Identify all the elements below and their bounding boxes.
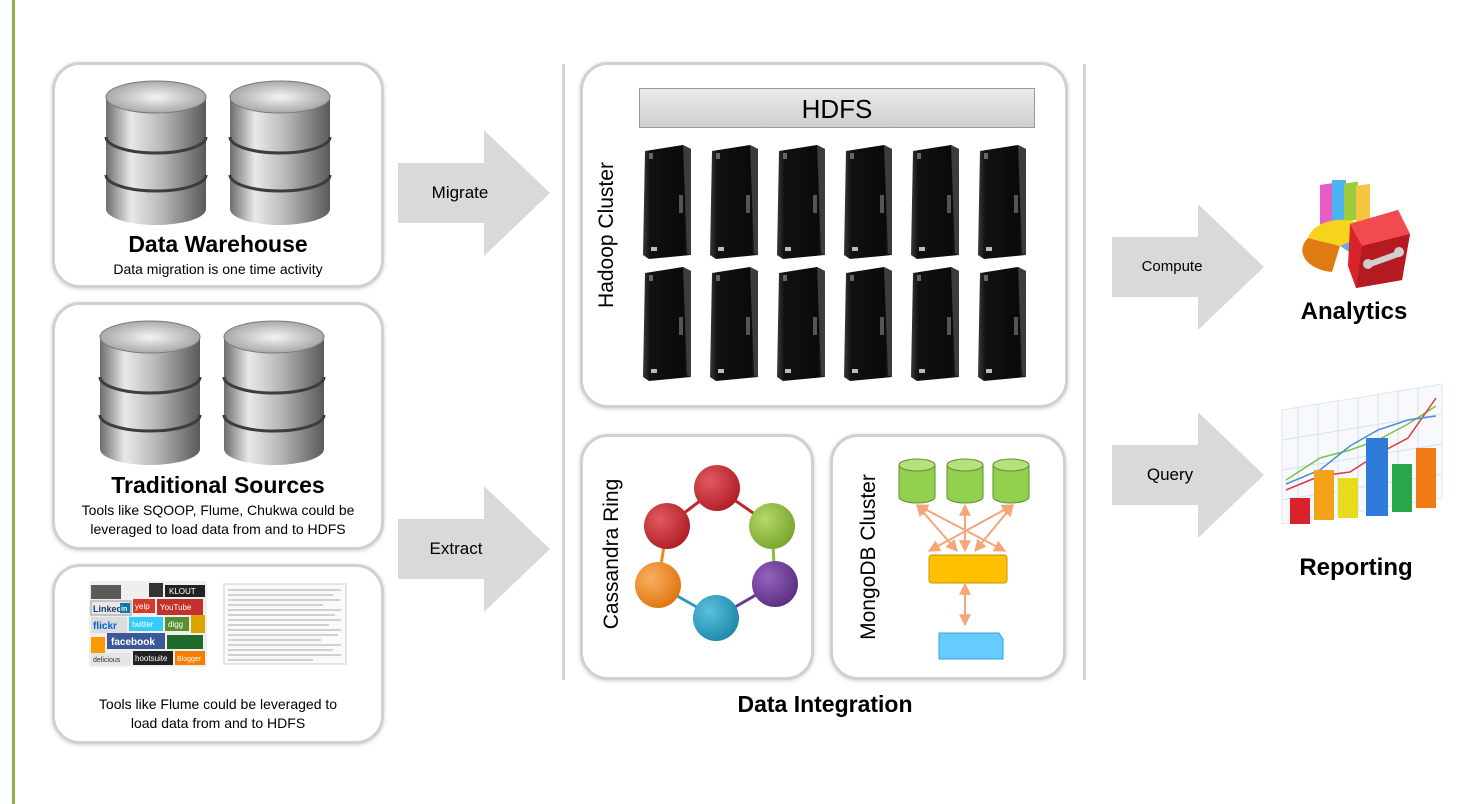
left-accent-border [12, 0, 15, 804]
mongo-config-server [938, 632, 1004, 660]
migrate-arrow [398, 130, 550, 256]
social-logo-klout: KLOUT [169, 587, 196, 596]
social-logo-flickr: flickr [93, 621, 117, 632]
query-arrow-label: Query [1146, 465, 1194, 484]
social-media-logos-icon: KLOUT Linked in yelp YouTube flickr twit… [89, 581, 207, 667]
mongo-shard [992, 458, 1030, 504]
database-icon [104, 80, 208, 225]
extract-arrow [398, 486, 550, 612]
hadoop-cluster-label: Hadoop Cluster [595, 162, 618, 308]
hdfs-bar [639, 88, 1035, 128]
mongo-shard [898, 458, 936, 504]
social-logo-blogger: Blogger [177, 656, 202, 663]
reporting-icon [1281, 383, 1443, 525]
cassandra-node [752, 561, 798, 607]
server-node [844, 145, 892, 259]
traditional-sources-subtitle-line1: Tools like SQOOP, Flume, Chukwa could be [81, 502, 355, 518]
social-logo-linked: Linked [93, 604, 122, 614]
migrate-arrow-label: Migrate [431, 183, 489, 202]
data-integration-label: Data Integration [737, 691, 913, 717]
server-node [911, 145, 959, 259]
cassandra-node [644, 503, 690, 549]
traditional-sources-subtitle-line2: leveraged to load data from and to HDFS [90, 521, 346, 537]
social-logo-facebook: facebook [111, 637, 155, 648]
mongodb-cluster-diagram [898, 458, 1030, 660]
cassandra-ring-panel [580, 434, 814, 680]
server-node [777, 267, 825, 381]
reporting-title: Reporting [1299, 554, 1413, 581]
social-logo-hootsuite: hootsuite [135, 654, 168, 663]
text-log-document-icon [223, 583, 347, 665]
analytics-icon [1302, 180, 1410, 288]
hadoop-cluster-panel: HDFS [580, 62, 1068, 408]
data-warehouse-panel: Data Warehouse Data migration is one tim… [52, 62, 384, 288]
cassandra-node [694, 465, 740, 511]
mongodb-cluster-label: MongoDB Cluster [857, 474, 880, 640]
traditional-sources-panel: Traditional Sources Tools like SQOOP, Fl… [52, 302, 384, 550]
server-node [777, 145, 825, 259]
mongo-shard [946, 458, 984, 504]
data-warehouse-subtitle: Data migration is one time activity [113, 261, 323, 277]
server-node [643, 145, 691, 259]
mongodb-cluster-panel [830, 434, 1066, 680]
mongo-router [928, 554, 1008, 584]
analytics-title: Analytics [1300, 298, 1408, 325]
server-node [710, 145, 758, 259]
database-icon [98, 320, 202, 465]
social-sources-subtitle-line1: Tools like Flume could be leveraged to [98, 696, 338, 712]
compute-arrow [1112, 204, 1264, 330]
cassandra-node [749, 503, 795, 549]
server-node [978, 267, 1026, 381]
database-icon [228, 80, 332, 225]
traditional-sources-title: Traditional Sources [111, 472, 325, 498]
server-rack-grid [643, 145, 1026, 381]
server-node [978, 145, 1026, 259]
social-logo-digg: digg [168, 620, 183, 629]
server-node [911, 267, 959, 381]
social-logo-yelp: yelp [135, 602, 150, 611]
cassandra-ring-diagram [635, 465, 798, 641]
database-icon [222, 320, 326, 465]
social-logo-twitter: twitter [132, 620, 154, 629]
integration-right-separator [1083, 64, 1086, 680]
integration-left-separator [562, 64, 565, 680]
query-arrow [1112, 412, 1264, 538]
extract-arrow-label: Extract [429, 539, 483, 558]
social-sources-panel: KLOUT Linked in yelp YouTube flickr twit… [52, 564, 384, 744]
data-warehouse-title: Data Warehouse [128, 231, 308, 257]
cassandra-node [693, 595, 739, 641]
server-node [643, 267, 691, 381]
social-logo-in: in [121, 606, 127, 613]
social-sources-subtitle-line2: load data from and to HDFS [130, 715, 306, 731]
server-node [844, 267, 892, 381]
server-node [710, 267, 758, 381]
social-logo-youtube: YouTube [160, 603, 192, 612]
social-logo-delicious: delicious [93, 657, 121, 664]
compute-arrow-label: Compute [1141, 258, 1203, 275]
cassandra-ring-label: Cassandra Ring [600, 478, 623, 630]
cassandra-node [635, 562, 681, 608]
hdfs-label: HDFS [801, 94, 873, 124]
